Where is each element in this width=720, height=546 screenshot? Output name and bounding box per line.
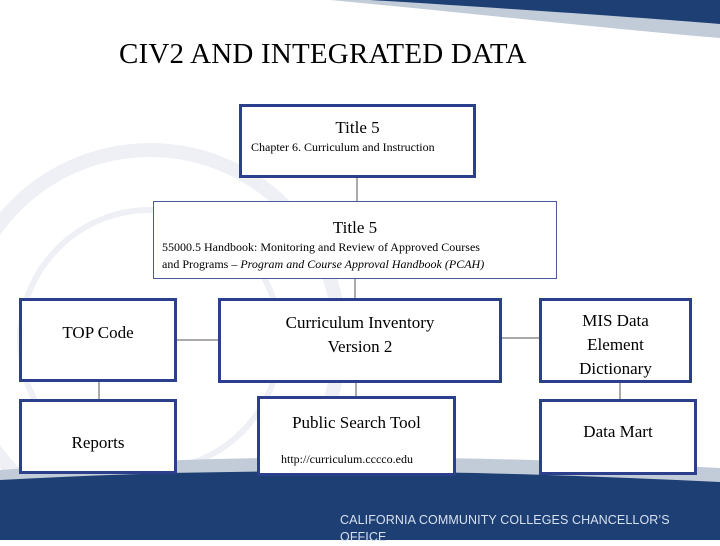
- mis-line3: Dictionary: [542, 359, 689, 379]
- curriculum-inventory-box: Curriculum Inventory Version 2: [218, 298, 502, 383]
- civ2-line2: Version 2: [221, 337, 499, 357]
- civ2-line1: Curriculum Inventory: [221, 313, 499, 333]
- top-code-label: TOP Code: [22, 323, 174, 343]
- mis-dictionary-box: MIS Data Element Dictionary: [539, 298, 692, 383]
- reports-label: Reports: [22, 433, 174, 453]
- data-mart-box: Data Mart: [539, 399, 697, 475]
- footer-text: CALIFORNIA COMMUNITY COLLEGES CHANCELLOR…: [340, 512, 718, 546]
- data-mart-label: Data Mart: [542, 422, 694, 442]
- handbook-line2-plain: and Programs –: [162, 257, 240, 271]
- reports-box: Reports: [19, 399, 177, 474]
- handbook-line2: and Programs – Program and Course Approv…: [162, 257, 484, 272]
- page-title: CIV2 AND INTEGRATED DATA: [119, 38, 527, 71]
- mis-line1: MIS Data: [542, 311, 689, 331]
- title5-chapter6-box: Title 5 Chapter 6. Curriculum and Instru…: [239, 104, 476, 178]
- public-search-label: Public Search Tool: [260, 413, 453, 433]
- top-code-box: TOP Code: [19, 298, 177, 382]
- title5-chapter-subtitle: Chapter 6. Curriculum and Instruction: [251, 140, 435, 155]
- public-search-url[interactable]: http://curriculum.cccco.edu: [281, 452, 413, 467]
- title5-handbook-heading: Title 5: [154, 218, 556, 238]
- handbook-line2-italic: Program and Course Approval Handbook (PC…: [240, 257, 484, 271]
- handbook-line1: 55000.5 Handbook: Monitoring and Review …: [162, 240, 480, 255]
- title5-heading: Title 5: [242, 118, 473, 138]
- title5-handbook-box: Title 5 55000.5 Handbook: Monitoring and…: [153, 201, 557, 279]
- mis-line2: Element: [542, 335, 689, 355]
- public-search-box: Public Search Tool http://curriculum.ccc…: [257, 396, 456, 476]
